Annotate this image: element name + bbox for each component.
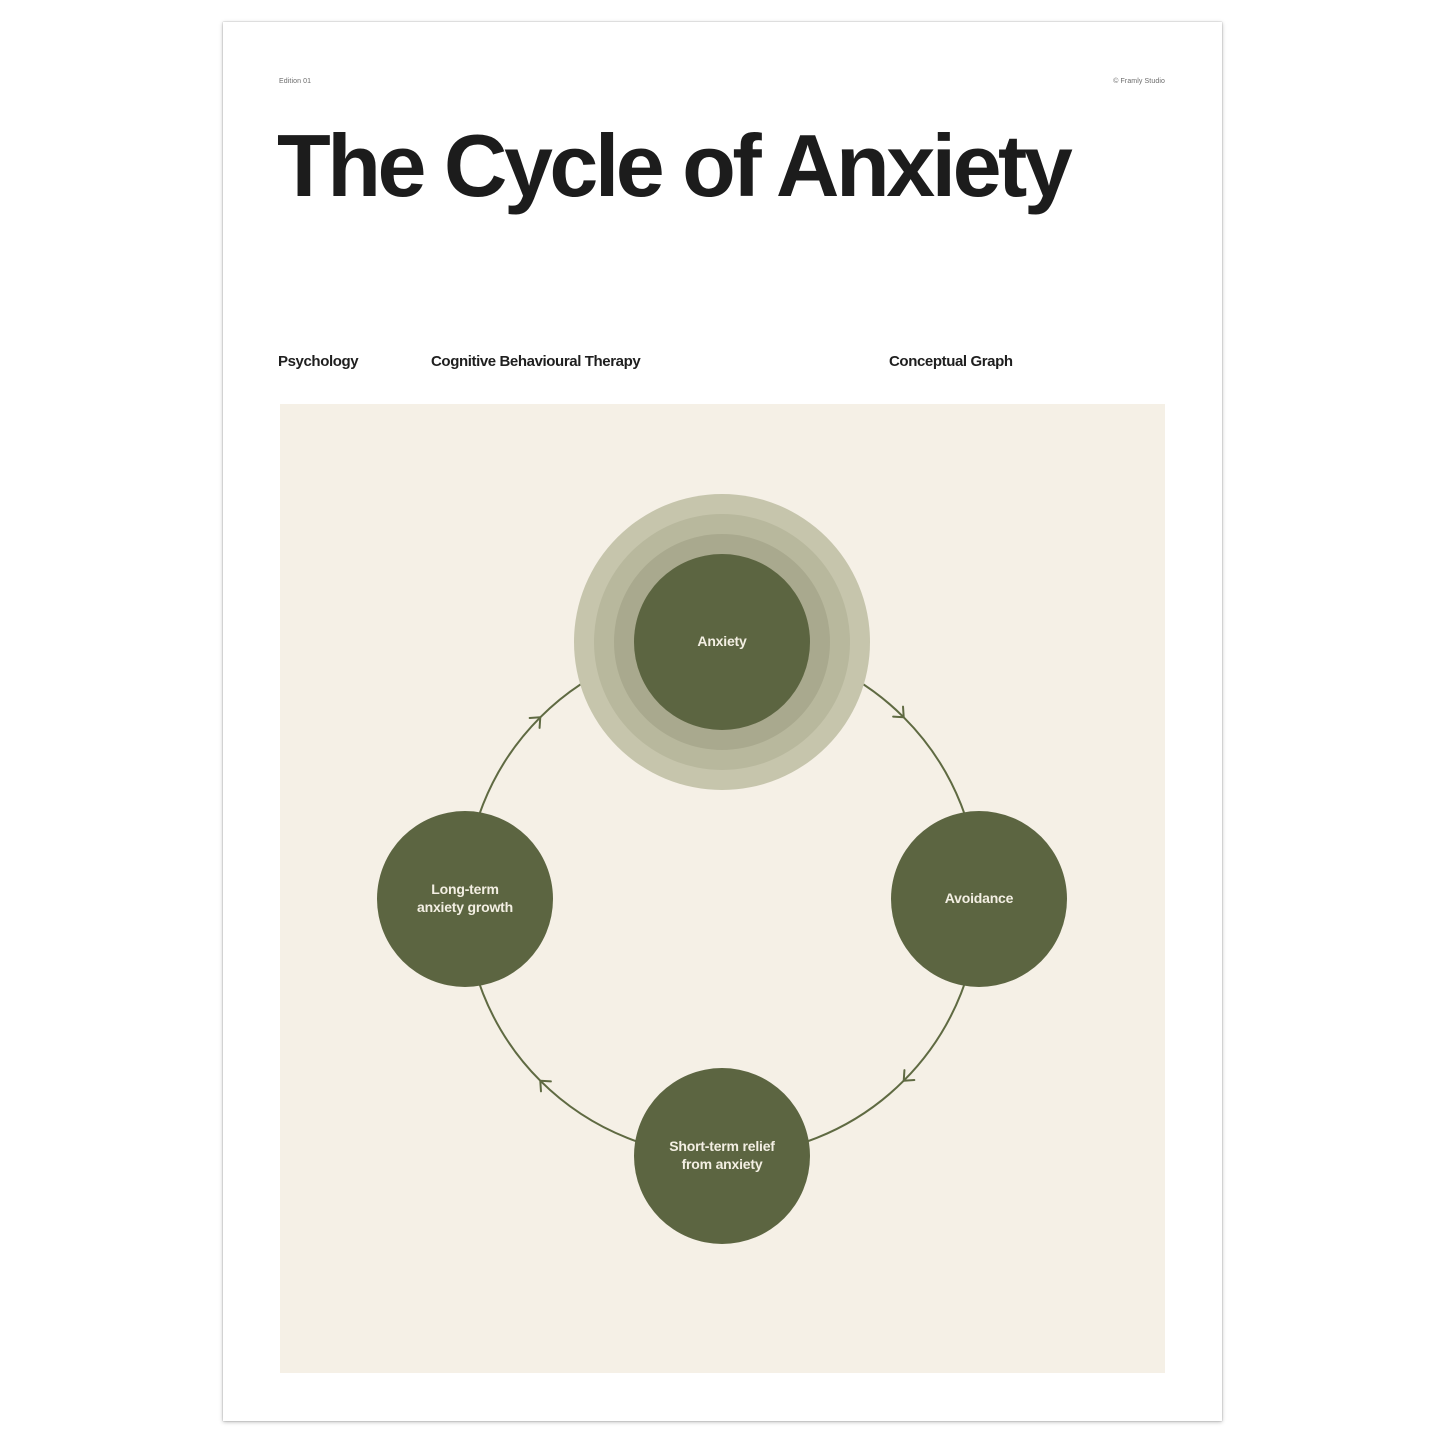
node-growth [377,811,553,987]
node-avoidance [891,811,1067,987]
node-label-relief: Short-term relief from anxiety [669,1138,775,1172]
studio-credit: © Framly Studio [1113,78,1165,85]
poster-title: The Cycle of Anxiety [277,116,1073,215]
poster: Edition 01 © Framly Studio The Cycle of … [223,22,1222,1421]
node-relief [634,1068,810,1244]
node-label-growth: Long-term anxiety growth [417,881,513,915]
cycle-arrow-3 [539,1079,552,1093]
cycle-diagram [377,494,1067,1244]
tag-format: Conceptual Graph [889,353,1013,370]
tag-field: Psychology [278,353,359,370]
tag-method: Cognitive Behavioural Therapy [431,353,641,370]
node-label-anxiety: Anxiety [697,633,747,649]
cycle-arrow-1 [892,705,905,719]
node-label-avoidance: Avoidance [944,890,1014,906]
cycle-arrow-4 [528,716,542,729]
edition-label: Edition 01 [279,78,312,85]
cycle-arrow-2 [902,1069,916,1082]
node-anxiety [634,554,810,730]
